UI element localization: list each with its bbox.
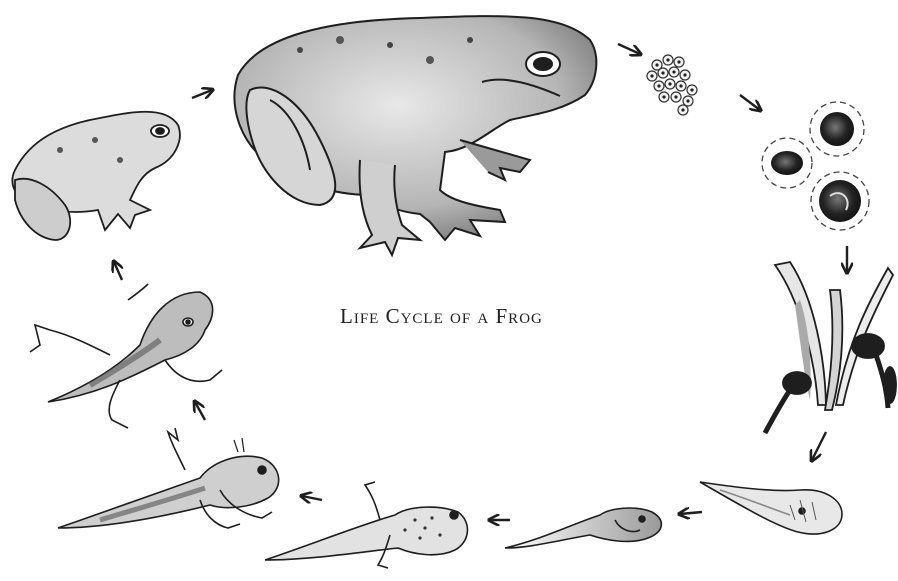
- hatchlings-on-plant: [765, 262, 896, 433]
- young-frog: [12, 112, 179, 240]
- tadpole-with-back-legs: [265, 482, 467, 568]
- tadpole: [505, 508, 661, 548]
- arrow-early-to-tadpole: [680, 512, 702, 514]
- eggs-embryos: [762, 102, 869, 230]
- arrow-froglet-to-young: [114, 262, 122, 280]
- froglet-with-tail: [30, 284, 222, 428]
- frog-spawn: [647, 55, 697, 115]
- tadpole-early: [700, 482, 842, 534]
- arrow-legs-to-fourlegs: [302, 496, 322, 500]
- arrow-spawn-to-eggs: [740, 95, 760, 110]
- tadpole-with-four-legs: [58, 428, 279, 528]
- adult-frog: [234, 16, 596, 255]
- arrow-young-to-adult: [192, 90, 212, 98]
- arrow-frog-to-spawn: [618, 44, 640, 54]
- arrow-fourlegs-to-froglet: [195, 402, 205, 420]
- arrow-hatchlings-to-tadpole: [812, 432, 826, 460]
